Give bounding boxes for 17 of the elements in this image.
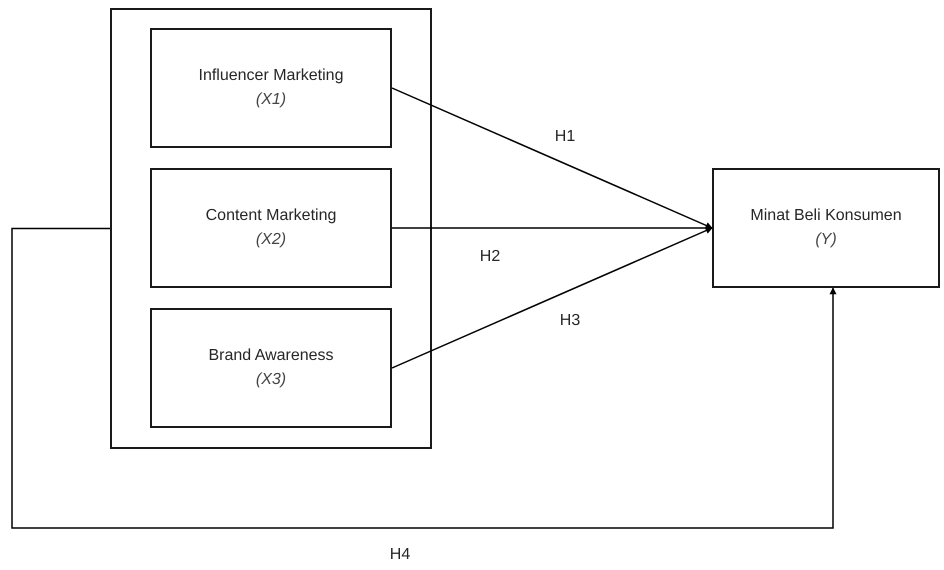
arrow bbox=[392, 87, 713, 229]
variable-symbol: (Y) bbox=[815, 230, 837, 250]
box-title: Content Marketing bbox=[206, 206, 336, 226]
variable-symbol: (X2) bbox=[256, 230, 286, 250]
variable-symbol: (X1) bbox=[256, 90, 286, 110]
arrow bbox=[392, 224, 713, 232]
variable-box bbox=[150, 28, 392, 148]
box-title: Brand Awareness bbox=[208, 346, 334, 366]
arrow bbox=[11, 228, 836, 529]
variable-box bbox=[150, 308, 392, 428]
group-box bbox=[110, 8, 432, 449]
arrow bbox=[392, 227, 713, 369]
box-title: Minat Beli Konsumen bbox=[750, 206, 902, 226]
outcome-box bbox=[712, 168, 940, 288]
variable-symbol: (X3) bbox=[256, 370, 286, 390]
variable-box bbox=[150, 168, 392, 288]
box-title: Influencer Marketing bbox=[198, 66, 344, 86]
